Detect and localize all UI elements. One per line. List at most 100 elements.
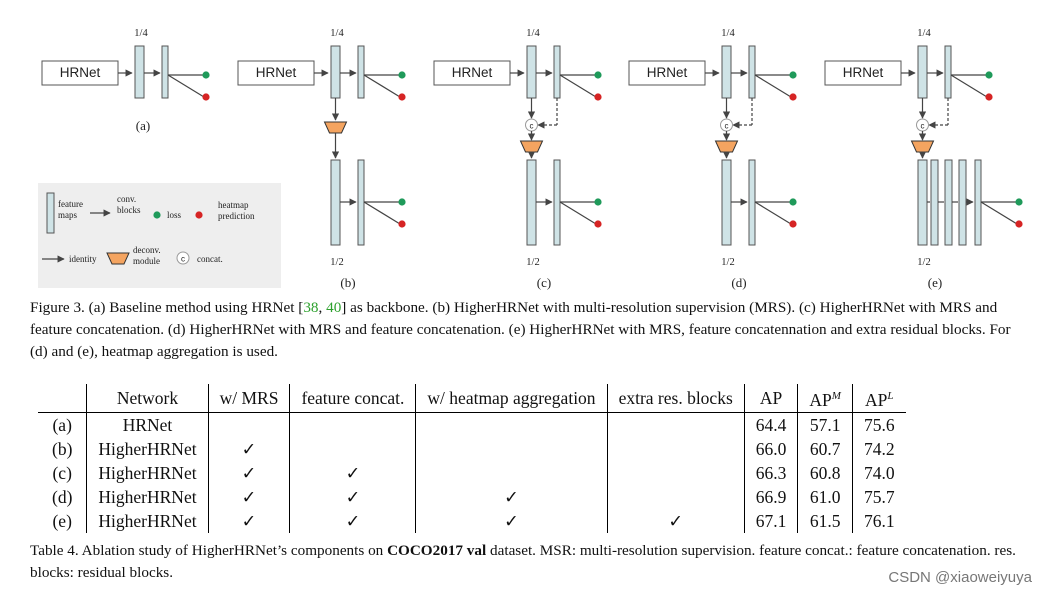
feature-map (161, 45, 169, 99)
heatmap-dot (398, 93, 406, 101)
feature-map (526, 45, 537, 99)
feature-map (46, 192, 55, 234)
legend-identity: identity (69, 254, 97, 264)
cell-network: HRNet (86, 412, 209, 437)
loss-dot (594, 71, 602, 79)
concat-symbol: c (921, 122, 925, 131)
loss-dot (789, 71, 797, 79)
loss-dot (398, 71, 406, 79)
cell-apl: 74.2 (863, 438, 895, 459)
heatmap-branch (754, 74, 792, 98)
resolution-label: 1/4 (721, 28, 735, 39)
loss-dot (789, 198, 797, 206)
heatmap-branch (754, 201, 792, 225)
cell-aggregation: ✓ (415, 508, 608, 533)
hrnet-box (824, 60, 902, 86)
feature-map (721, 45, 732, 99)
header-label (38, 384, 88, 413)
ablation-table: Network w/ MRS feature concat. w/ heatma… (38, 384, 906, 533)
deconv-module (106, 252, 130, 265)
panel-label: (d) (731, 275, 746, 290)
heatmap-dot (789, 220, 797, 228)
feature-map (974, 159, 982, 246)
cell-concat: ✓ (289, 460, 417, 485)
legend-heatmap-dot (195, 211, 203, 219)
hrnet-box (41, 60, 119, 86)
cell-network: HigherHRNet (86, 460, 209, 485)
resolution-label: 1/4 (330, 28, 344, 39)
cell-apm: 61.0 (797, 484, 853, 509)
deconv-module (323, 121, 348, 134)
cell-extra: ✓ (607, 508, 745, 533)
feature-map (330, 45, 341, 99)
concat-symbol: c (725, 122, 729, 131)
cell-extra (607, 436, 745, 461)
header-aggregation: w/ heatmap aggregation (415, 384, 608, 413)
cell-ap: 66.9 (744, 484, 799, 509)
feature-map (330, 159, 341, 246)
heatmap-dot (1015, 220, 1023, 228)
heatmap-branch (559, 201, 597, 225)
cell-apl: 75.7 (863, 486, 895, 507)
citation-link[interactable]: 38 (303, 299, 319, 316)
legend-background (38, 183, 281, 288)
heatmap-branch (980, 201, 1018, 225)
deconv-module (910, 140, 935, 153)
feature-map (134, 45, 145, 99)
watermark: CSDN @xiaoweiyuya (888, 569, 1032, 586)
cell-extra (607, 412, 745, 437)
cell-network: HigherHRNet (86, 436, 209, 461)
legend-conv-blocks: conv.blocks (117, 194, 141, 215)
resolution-label: 1/2 (526, 257, 539, 268)
feature-map (526, 159, 537, 246)
cell-label: (e) (38, 508, 88, 533)
table-caption: Table 4. Ablation study of HigherHRNet’s… (30, 542, 1016, 581)
hrnet-label: HRNet (60, 65, 101, 80)
feature-map (930, 159, 939, 246)
feature-map (944, 45, 952, 99)
panel-label: (c) (537, 275, 551, 290)
hrnet-box (237, 60, 315, 86)
resolution-label: 1/4 (134, 28, 148, 39)
cell-label: (b) (38, 436, 88, 461)
cell-mrs: ✓ (208, 436, 291, 461)
loss-dot (398, 198, 406, 206)
resolution-label: 1/4 (526, 28, 540, 39)
cell-apm: 57.1 (797, 412, 853, 437)
header-apm: APM (797, 384, 853, 413)
legend-deconv: deconv.module (133, 245, 161, 266)
concat-symbol: c (530, 122, 534, 131)
resolution-label: 1/2 (721, 257, 734, 268)
cell-concat: ✓ (289, 484, 417, 509)
figure-caption: Figure 3. (a) Baseline method using HRNe… (30, 299, 1011, 360)
header-ap: AP (744, 384, 799, 413)
panel-label: (a) (136, 118, 150, 133)
heatmap-branch (167, 74, 205, 98)
panel-a: HRNet 1/4 (a) (41, 28, 210, 133)
citation-link[interactable]: 40 (326, 299, 342, 316)
cell-ap: 64.4 (744, 412, 799, 437)
hrnet-label: HRNet (256, 65, 297, 80)
cell-ap: 66.0 (744, 436, 799, 461)
feature-map (553, 45, 561, 99)
heatmap-dot (789, 93, 797, 101)
table-header-row: Network w/ MRS feature concat. w/ heatma… (38, 384, 906, 413)
cell-extra (607, 460, 745, 485)
cell-label: (c) (38, 460, 88, 485)
panel-label: (e) (928, 275, 942, 290)
heatmap-branch (950, 74, 988, 98)
loss-dot (594, 198, 602, 206)
header-network: Network (86, 384, 209, 413)
legend-concat-node (176, 251, 190, 265)
header-concat: feature concat. (289, 384, 417, 413)
feature-map (917, 159, 928, 246)
